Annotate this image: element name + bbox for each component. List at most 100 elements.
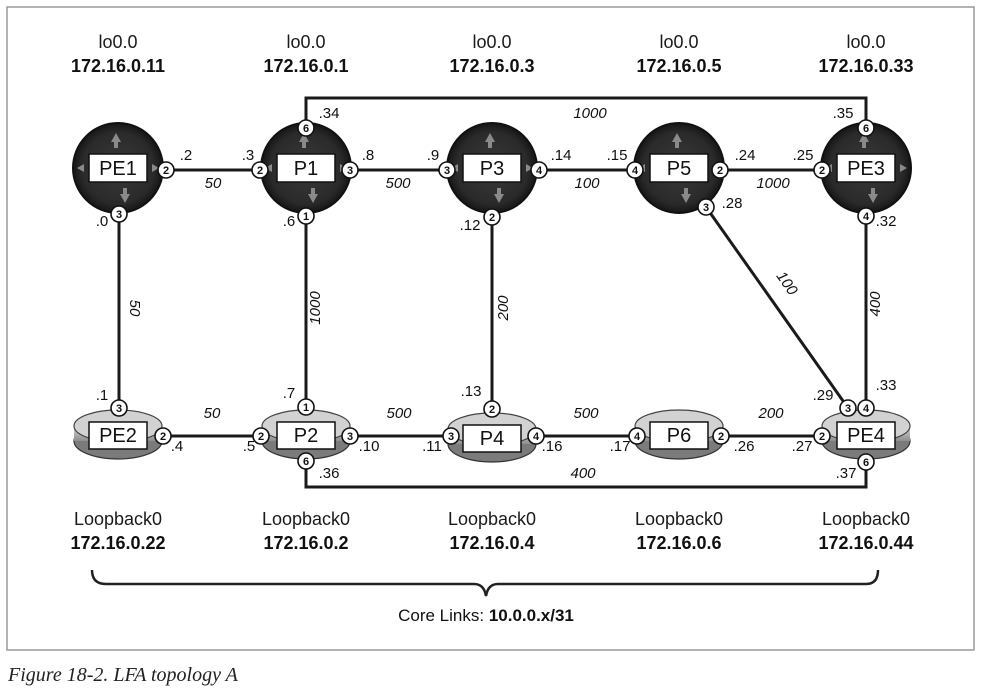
port-number: 3 xyxy=(347,431,353,443)
router-label-pe4: PE4 xyxy=(847,425,885,447)
addr-pe2-p2-b: .5 xyxy=(243,438,256,455)
port-number: 2 xyxy=(819,165,825,177)
figure-frame xyxy=(6,6,975,651)
addr-p2-pe4-b: .37 xyxy=(836,465,857,482)
port-number: 2 xyxy=(718,431,724,443)
port-badge-pe3-4: 4 xyxy=(857,207,875,225)
loopback-addr-p6: 172.16.0.6 xyxy=(636,533,721,553)
addr-p1-pe3-b: .35 xyxy=(833,105,854,122)
addr-pe1-p1-b: .3 xyxy=(242,147,255,164)
loopback-addr-p4: 172.16.0.4 xyxy=(449,533,534,553)
loopback-name-pe3: lo0.0 xyxy=(846,32,885,52)
addr-p6-pe4-a: .26 xyxy=(734,438,755,455)
addr-p3-p5-b: .15 xyxy=(607,147,628,164)
port-number: 2 xyxy=(489,212,495,224)
port-number: 2 xyxy=(257,165,263,177)
link-metric-p4-p6: 500 xyxy=(573,405,599,422)
labels-layer: 50.2.3500.8.9100.14.151000.24.251000.34.… xyxy=(70,32,913,553)
router-label-pe1: PE1 xyxy=(99,158,137,180)
core-links-text: Core Links: 10.0.0.x/31 xyxy=(398,606,574,625)
port-badge-p5-3: 3 xyxy=(697,198,715,216)
loopback-addr-pe4: 172.16.0.44 xyxy=(818,533,913,553)
link-metric-p5-pe4: 100 xyxy=(773,268,802,299)
port-badge-pe4-2: 2 xyxy=(813,427,831,445)
loopback-addr-pe2: 172.16.0.22 xyxy=(70,533,165,553)
link-metric-p3-p4: 200 xyxy=(495,295,512,322)
port-number: 3 xyxy=(116,403,122,415)
loopback-name-pe4: Loopback0 xyxy=(822,509,910,529)
figure-caption: Figure 18-2. LFA topology A xyxy=(7,664,239,686)
router-label-box xyxy=(276,421,336,450)
router-p6: P6 xyxy=(634,409,724,460)
port-number: 3 xyxy=(703,202,709,214)
core-links-brace xyxy=(90,569,880,597)
port-number: 2 xyxy=(819,431,825,443)
link-metric-pe1-p1: 50 xyxy=(205,175,222,192)
addr-pe3-pe4-b: .33 xyxy=(876,377,897,394)
port-number: 2 xyxy=(163,165,169,177)
core-links-label: Core Links: xyxy=(398,606,489,625)
port-number: 6 xyxy=(303,123,309,135)
loopback-addr-p1: 172.16.0.1 xyxy=(263,56,348,76)
port-badge-p4-2: 2 xyxy=(483,400,501,418)
port-badge-p1-1: 1 xyxy=(297,207,315,225)
port-badge-p6-4: 4 xyxy=(628,427,646,445)
port-badge-p2-6: 6 xyxy=(297,452,315,470)
link-metric-p2-pe4: 400 xyxy=(570,465,596,482)
loopback-name-p3: lo0.0 xyxy=(472,32,511,52)
core-links-value: 10.0.0.x/31 xyxy=(489,606,574,625)
addr-p3-p5-a: .14 xyxy=(551,147,572,164)
port-number: 6 xyxy=(863,457,869,469)
addr-p1-pe3-a: .34 xyxy=(319,105,340,122)
router-label-box xyxy=(836,421,896,450)
loopback-name-p6: Loopback0 xyxy=(635,509,723,529)
router-label-box xyxy=(462,153,522,183)
router-p1: P1 xyxy=(260,122,352,214)
port-badge-p4-3: 3 xyxy=(442,427,460,445)
router-label-box xyxy=(462,424,522,453)
port-badge-pe1-2: 2 xyxy=(157,161,175,179)
port-badge-pe1-3: 3 xyxy=(110,205,128,223)
links-layer xyxy=(117,96,868,489)
port-number: 4 xyxy=(863,403,870,415)
addr-pe1-p1-a: .2 xyxy=(180,147,193,164)
router-label-p5: P5 xyxy=(667,158,691,180)
loopback-name-p2: Loopback0 xyxy=(262,509,350,529)
addr-pe1-pe2-a: .0 xyxy=(96,213,109,230)
port-badge-p3-3: 3 xyxy=(438,161,456,179)
link-metric-pe2-p2: 50 xyxy=(204,405,221,422)
router-p3: P3 xyxy=(446,122,538,214)
port-badge-p2-3: 3 xyxy=(341,427,359,445)
port-number: 2 xyxy=(160,431,166,443)
loopback-name-pe2: Loopback0 xyxy=(74,509,162,529)
router-p4: P4 xyxy=(447,412,537,463)
loopback-name-p5: lo0.0 xyxy=(659,32,698,52)
link-metric-pe3-pe4: 400 xyxy=(867,291,884,317)
addr-p5-pe4-a: .28 xyxy=(722,195,743,212)
router-label-p2: P2 xyxy=(294,425,318,447)
port-number: 2 xyxy=(258,431,264,443)
link-metric-p1-p2: 1000 xyxy=(307,291,324,325)
addr-p1-p2-a: .6 xyxy=(283,213,296,230)
loopback-addr-p3: 172.16.0.3 xyxy=(449,56,534,76)
router-label-p6: P6 xyxy=(667,425,691,447)
addr-p6-pe4-b: .27 xyxy=(792,438,813,455)
port-number: 1 xyxy=(303,211,309,223)
addr-p1-p3-a: .8 xyxy=(362,147,375,164)
router-label-box xyxy=(88,153,148,183)
loopback-addr-p2: 172.16.0.2 xyxy=(263,533,348,553)
port-badge-pe3-6: 6 xyxy=(857,119,875,137)
router-pe4: PE4 xyxy=(821,409,911,460)
router-label-box xyxy=(836,153,896,183)
link-p2-pe4 xyxy=(304,461,868,489)
router-p2: P2 xyxy=(261,409,351,460)
link-metric-p1-pe3: 1000 xyxy=(573,105,607,122)
port-number: 3 xyxy=(448,431,454,443)
addr-p3-p4-b: .13 xyxy=(461,383,482,400)
port-number: 6 xyxy=(303,456,309,468)
addr-p1-p2-b: .7 xyxy=(283,385,296,402)
link-p5-pe4 xyxy=(704,206,850,409)
router-label-pe3: PE3 xyxy=(847,158,885,180)
